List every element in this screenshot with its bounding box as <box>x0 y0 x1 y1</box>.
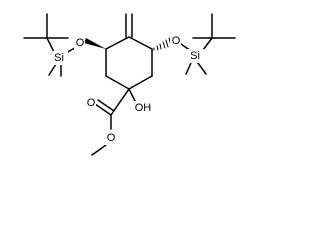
methylene-double-bond <box>125 13 133 38</box>
atom-si-right: Si <box>190 50 200 62</box>
tbs-group-right <box>180 13 236 75</box>
bond-si-me-left-down <box>48 63 57 76</box>
molecule-structure-diagram: O Si O Si OH O O <box>23 13 236 156</box>
cyclohexane-ring <box>105 36 153 90</box>
atom-o-left: O <box>76 37 85 49</box>
atom-oh: OH <box>135 102 152 114</box>
atom-o-carbonyl: O <box>87 97 96 109</box>
atom-o-right: O <box>172 35 181 47</box>
bond-si-tbu-right <box>202 37 213 51</box>
atom-o-ester: O <box>107 132 116 144</box>
bond-ring-c4-c5 <box>128 36 153 50</box>
bond-c1-oh <box>128 88 137 104</box>
bond-ring-c1-c2 <box>105 75 130 90</box>
bond-si-me-right-down <box>185 62 192 75</box>
tbs-group-left <box>23 13 79 77</box>
atom-labels: O Si O Si OH O O <box>50 34 204 145</box>
bond-si-me-right-down2 <box>197 62 207 75</box>
bond-ring-c3-c4 <box>105 36 130 50</box>
bond-co-double-a <box>94 103 112 116</box>
bond-si-tbu-left <box>46 37 55 53</box>
wedge-bond-left <box>84 38 106 49</box>
hashed-bond-right <box>153 37 172 51</box>
bond-ring-c6-c1 <box>128 75 153 90</box>
atom-si-left: Si <box>54 52 64 64</box>
bond-co-double-b <box>97 99 115 112</box>
bond-o-methyl <box>91 144 107 156</box>
c1-substituents <box>91 88 137 156</box>
